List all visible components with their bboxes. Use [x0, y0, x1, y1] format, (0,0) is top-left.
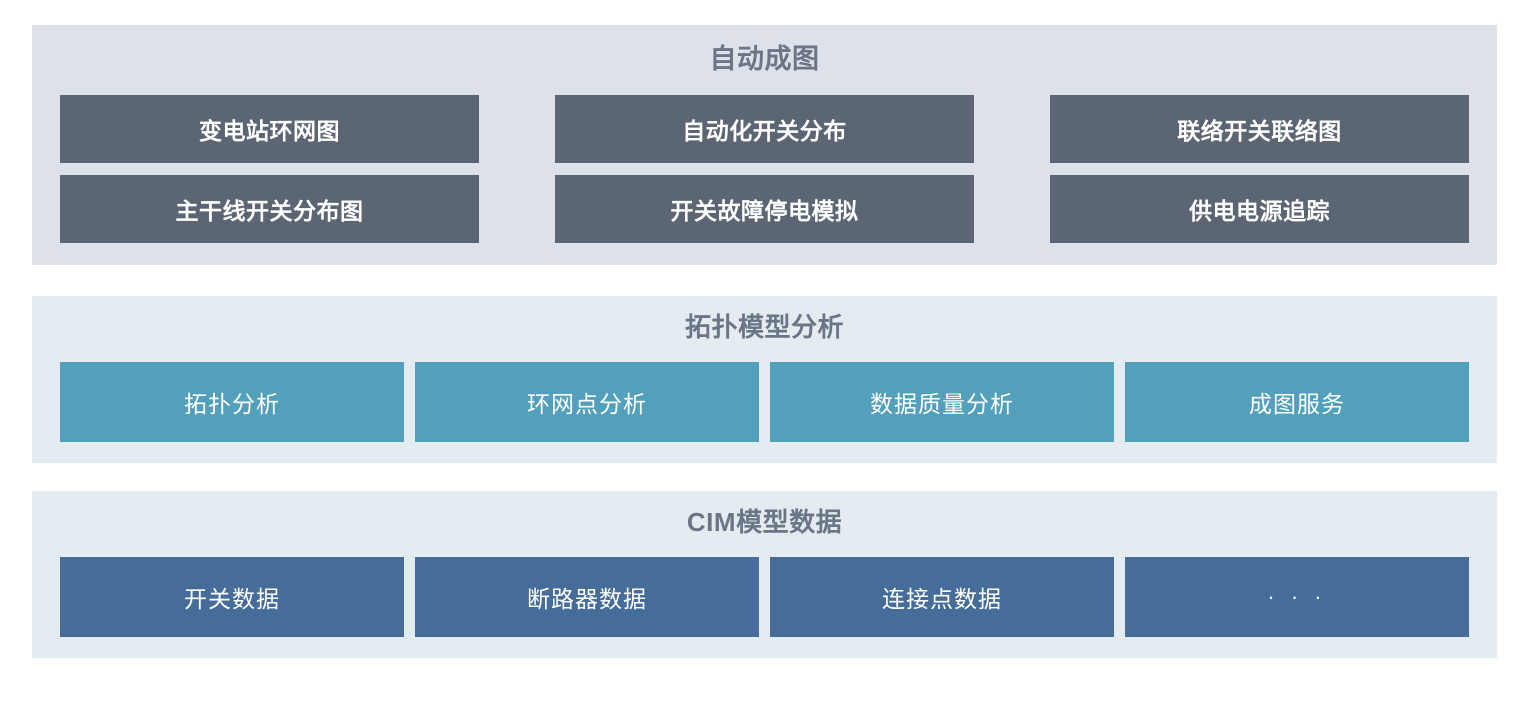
auto-mapping-row-1: 变电站环网图 自动化开关分布 联络开关联络图 — [60, 95, 1469, 163]
node-circuit-breaker-data[interactable]: 断路器数据 — [415, 557, 759, 637]
section-cim-model-data: CIM模型数据 开关数据 断路器数据 连接点数据 · · · — [32, 491, 1497, 658]
node-switch-data[interactable]: 开关数据 — [60, 557, 404, 637]
node-connectivity-node-data[interactable]: 连接点数据 — [770, 557, 1114, 637]
node-substation-ring-network-diagram[interactable]: 变电站环网图 — [60, 95, 479, 163]
node-switch-fault-outage-simulation[interactable]: 开关故障停电模拟 — [555, 175, 974, 243]
node-ring-network-point-analysis[interactable]: 环网点分析 — [415, 362, 759, 442]
section-title-cim-model-data: CIM模型数据 — [686, 507, 843, 537]
cim-row-1: 开关数据 断路器数据 连接点数据 · · · — [60, 557, 1469, 637]
architecture-diagram: 自动成图 变电站环网图 自动化开关分布 联络开关联络图 主干线开关分布图 开关故… — [32, 25, 1497, 658]
section-auto-mapping: 自动成图 变电站环网图 自动化开关分布 联络开关联络图 主干线开关分布图 开关故… — [32, 25, 1497, 265]
section-topology-model-analysis: 拓扑模型分析 拓扑分析 环网点分析 数据质量分析 成图服务 — [32, 296, 1497, 463]
node-trunk-line-switch-distribution-diagram[interactable]: 主干线开关分布图 — [60, 175, 479, 243]
node-tie-switch-connection-diagram[interactable]: 联络开关联络图 — [1050, 95, 1469, 163]
node-automated-switch-distribution[interactable]: 自动化开关分布 — [555, 95, 974, 163]
node-power-supply-source-tracing[interactable]: 供电电源追踪 — [1050, 175, 1469, 243]
node-mapping-service[interactable]: 成图服务 — [1125, 362, 1469, 442]
node-topology-analysis[interactable]: 拓扑分析 — [60, 362, 404, 442]
auto-mapping-row-2: 主干线开关分布图 开关故障停电模拟 供电电源追踪 — [60, 175, 1469, 243]
section-title-topology-model-analysis: 拓扑模型分析 — [684, 312, 844, 342]
section-title-auto-mapping: 自动成图 — [709, 44, 820, 74]
node-more-data-ellipsis[interactable]: · · · — [1125, 557, 1469, 637]
node-data-quality-analysis[interactable]: 数据质量分析 — [770, 362, 1114, 442]
topology-row-1: 拓扑分析 环网点分析 数据质量分析 成图服务 — [60, 362, 1469, 442]
